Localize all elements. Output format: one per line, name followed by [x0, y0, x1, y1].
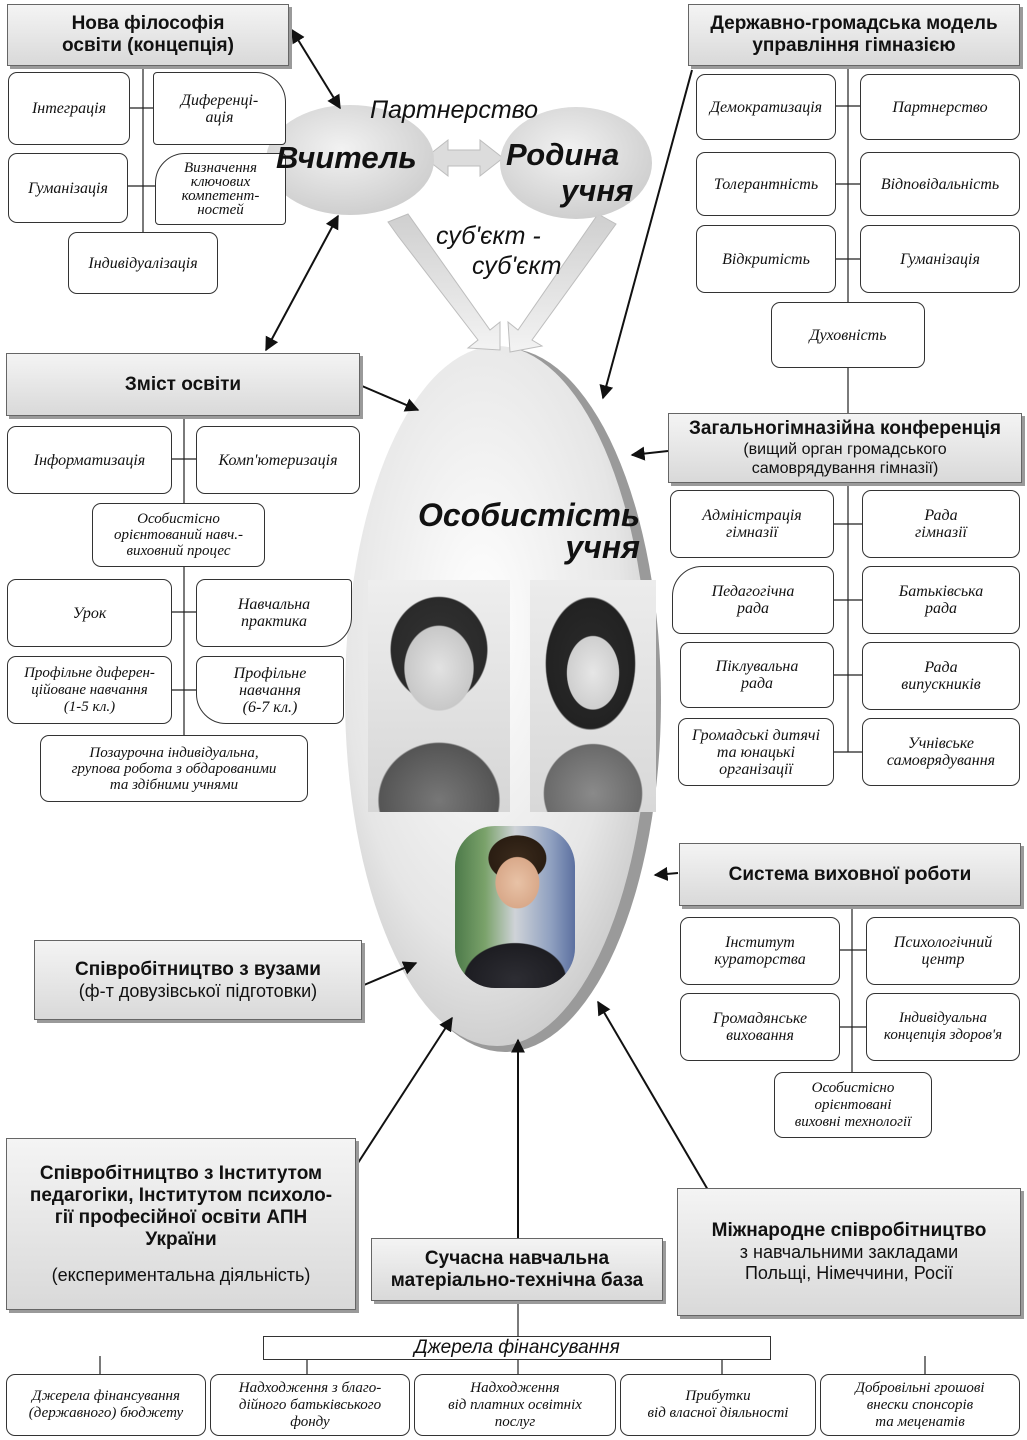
base-header: Сучасна навчальна матеріально-технічна б… — [371, 1238, 663, 1301]
conference-item-parents-council: Батьківська рада — [862, 566, 1020, 634]
governance-item-democratization: Демократизація — [696, 74, 836, 140]
content-tree-lines — [172, 418, 196, 735]
content-item-practice: Навчальна практика — [196, 579, 352, 647]
content-header: Зміст освіти — [6, 353, 360, 416]
international-header: Міжнародне співробітництво з навчальними… — [677, 1188, 1021, 1316]
upbringing-tree-lines — [840, 908, 866, 1072]
content-item-lesson: Урок — [7, 579, 172, 647]
partnership-label: Партнерство — [370, 96, 539, 124]
teacher-label: Вчитель — [276, 140, 417, 175]
governance-item-tolerance: Толерантність — [696, 152, 836, 216]
conference-item-administration: Адміністрація гімназії — [670, 490, 834, 558]
family-ellipse — [500, 107, 652, 219]
governance-header: Державно-громадська модель управління гі… — [688, 4, 1020, 66]
partnership-arrow — [424, 138, 504, 178]
upbringing-item-learner-technologies: Особистісно орієнтовані виховні технолог… — [774, 1072, 932, 1138]
funding-item-state-budget: Джерела фінансування (державного) бюджет… — [6, 1374, 206, 1436]
governance-item-spirituality: Духовність — [771, 302, 925, 368]
conference-item-pedagogical-council: Педагогічна рада — [672, 566, 834, 634]
conference-item-youth-organizations: Громадські дитячі та юнацькі організації — [678, 718, 834, 786]
center-title-line2: учня — [565, 529, 640, 565]
governance-item-partnership: Партнерство — [860, 74, 1020, 140]
content-item-computerization: Комп'ютеризація — [196, 426, 360, 494]
philosophy-item-key-competences: Визначення ключових компетент- ностей — [155, 153, 286, 225]
funding-item-own-income: Прибутки від власної діяльності — [620, 1374, 816, 1436]
upbringing-header: Система виховної роботи — [679, 843, 1021, 906]
content-item-learner-centered: Особистісно орієнтований навч.- виховний… — [92, 503, 265, 567]
center-title-line1: Особистість — [418, 497, 640, 533]
family-label-line2: учня — [561, 173, 634, 208]
upbringing-item-psychology-center: Психологічний центр — [866, 917, 1020, 985]
conference-header: Загальногімназійна конференція (вищий ор… — [668, 413, 1022, 483]
base-title: Сучасна навчальна матеріально-технічна б… — [390, 1247, 644, 1291]
upbringing-title: Система виховної роботи — [728, 863, 972, 885]
institute-title: Співробітництво з Інститутом педагогіки,… — [29, 1162, 333, 1250]
big-arrow-right — [507, 213, 617, 353]
governance-title: Державно-громадська модель управління гі… — [710, 13, 998, 56]
conference-subtitle: (вищий орган громадського самоврядування… — [743, 441, 947, 477]
international-subtitle: з навчальними закладами Польщі, Німеччин… — [739, 1242, 959, 1283]
institute-subtitle: (експериментальна діяльність) — [51, 1264, 311, 1285]
philosophy-item-humanization: Гуманізація — [8, 153, 128, 223]
philosophy-item-integration: Інтеграція — [8, 72, 130, 145]
international-title: Міжнародне співробітництво — [711, 1220, 987, 1241]
content-item-extracurricular: Позаурочна індивідуальна, групова робота… — [40, 735, 308, 802]
conference-tree-lines — [834, 484, 862, 753]
teacher-ellipse — [266, 105, 434, 215]
family-label-line1: Родина — [506, 137, 620, 172]
universities-header: Співробітництво з вузами (ф-т довузівськ… — [34, 940, 362, 1020]
funding-item-paid-services: Надходження від платних освітніх послуг — [414, 1374, 616, 1436]
governance-item-humanization: Гуманізація — [860, 225, 1020, 293]
conference-item-gymnasium-council: Рада гімназії — [862, 490, 1020, 558]
upbringing-item-curators: Інститут кураторства — [680, 917, 840, 985]
philosophy-tree-lines — [128, 66, 155, 232]
conference-item-trustees-council: Піклувальна рада — [680, 642, 834, 708]
upbringing-item-health-concept: Індивідуальна концепція здоров'я — [866, 993, 1020, 1061]
governance-item-responsibility: Відповідальність — [860, 152, 1020, 216]
institute-header: Співробітництво з Інститутом педагогіки,… — [6, 1138, 356, 1310]
philosophy-item-differentiation: Диференці- ація — [153, 72, 286, 145]
philosophy-item-individualization: Індивідуалізація — [68, 232, 218, 294]
student-photo-girl-2 — [530, 580, 656, 812]
big-arrow-left — [387, 213, 501, 351]
student-photo-boy — [455, 826, 575, 988]
universities-title: Співробітництво з вузами — [75, 958, 321, 980]
content-item-profile-learning: Профільне навчання (6-7 кл.) — [196, 656, 344, 724]
conference-item-student-government: Учнівське самоврядування — [862, 718, 1020, 786]
funding-header: Джерела фінансування — [263, 1336, 771, 1360]
student-photo-girl-1 — [368, 580, 510, 812]
governance-item-openness: Відкритість — [696, 225, 836, 293]
funding-item-sponsors: Добровільні грошові внески спонсорів та … — [820, 1374, 1020, 1436]
content-item-profile-differentiated: Профільне диферен- ційоване навчання (1-… — [7, 656, 172, 724]
universities-subtitle: (ф-т довузівської підготовки) — [78, 980, 318, 1001]
conference-title: Загальногімназійна конференція — [688, 418, 1001, 439]
philosophy-title: Нова філософія освіти (концепція) — [62, 13, 234, 56]
subject-label-line1: суб'єкт - — [436, 222, 541, 250]
content-title: Зміст освіти — [124, 373, 242, 395]
philosophy-header: Нова філософія освіти (концепція) — [7, 4, 289, 66]
subject-label-line2: суб'єкт — [472, 252, 562, 280]
conference-item-alumni-council: Рада випускників — [862, 642, 1020, 710]
funding-tree-lines — [99, 1298, 926, 1374]
upbringing-item-civic-education: Громадянське виховання — [680, 993, 840, 1061]
content-item-informatization: Інформатизація — [7, 426, 172, 494]
funding-item-charity-fund: Надходження з благо- дійного батьківсько… — [210, 1374, 410, 1436]
connector-arrows — [265, 28, 709, 1238]
